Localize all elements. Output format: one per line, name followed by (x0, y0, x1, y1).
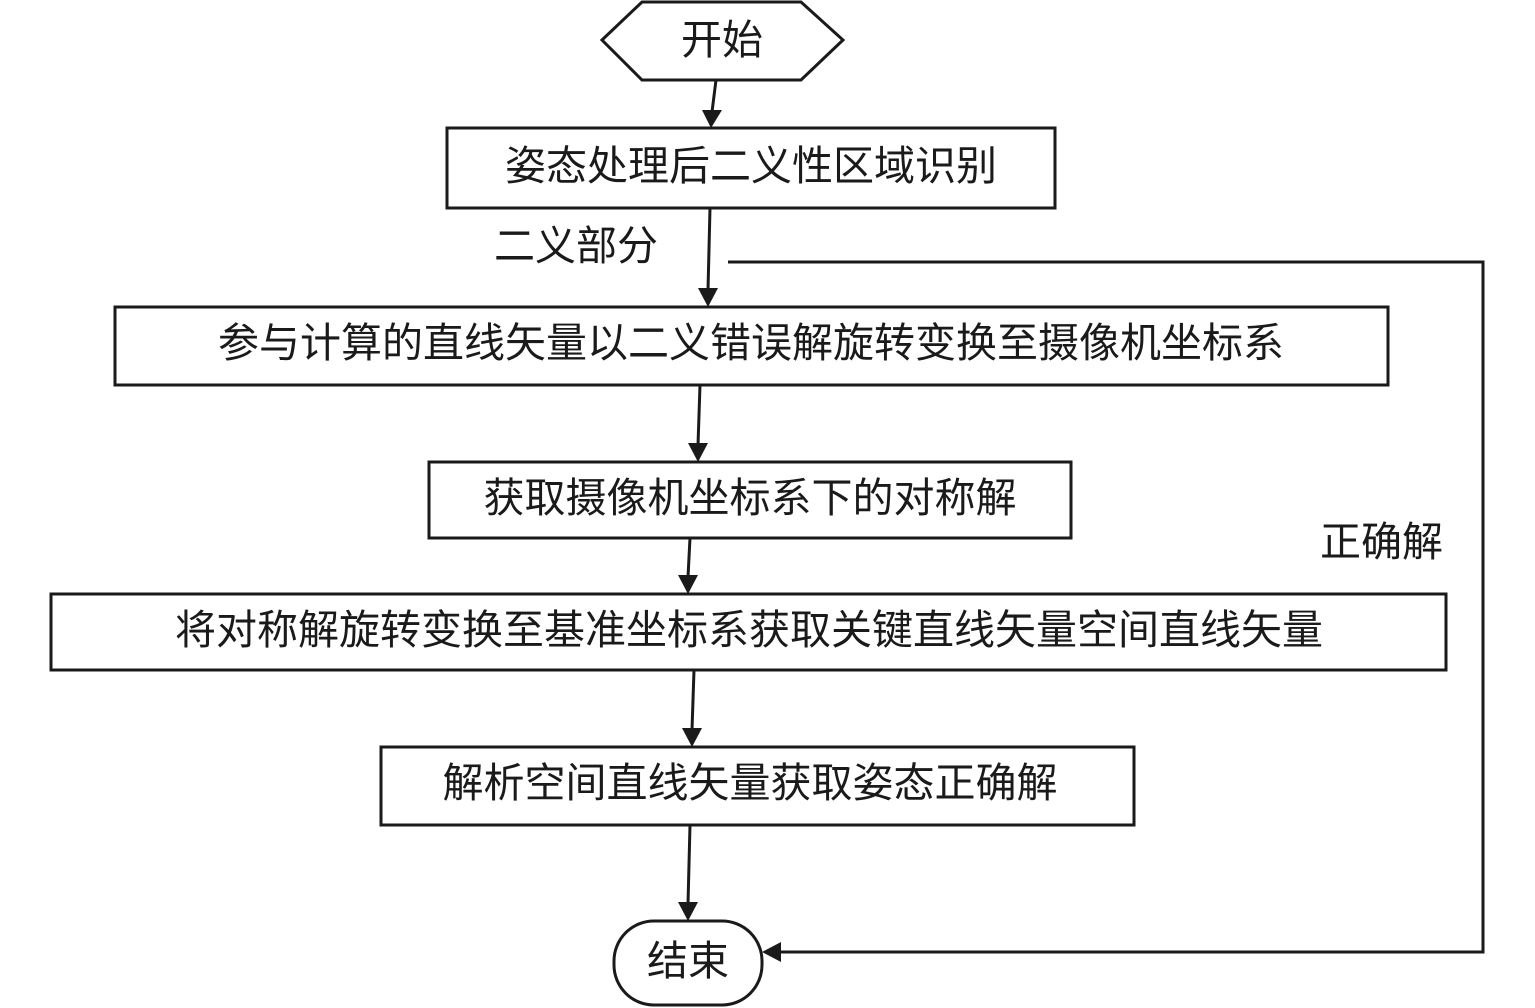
start-node-label: 开始 (681, 16, 763, 64)
arrowhead-symmetric-to-rotate-reference (678, 575, 698, 594)
arrowhead-identify-to-rotate-camera (698, 288, 718, 307)
step-identify-box (445, 126, 1057, 210)
end-node-label: 结束 (647, 937, 729, 985)
step-identify-label: 姿态处理后二义性区域识别 (505, 142, 997, 190)
arrowhead-start-to-identify (702, 110, 722, 128)
start-node: 开始 (599, 0, 846, 82)
edge-label-correct-solution: 正确解 (1320, 518, 1443, 566)
edge-rotate-camera-to-symmetric (688, 384, 708, 462)
step-symmetric-solution-label: 获取摄像机坐标系下的对称解 (484, 474, 1017, 522)
step-rotate-to-camera-node: 参与计算的直线矢量以二义错误解旋转变换至摄像机坐标系 (113, 305, 1390, 387)
step-rotate-to-reference-label: 将对称解旋转变换至基准坐标系获取关键直线矢量空间直线矢量 (175, 606, 1323, 654)
step-parse-vectors-node: 解析空间直线矢量获取姿态正确解 (379, 745, 1136, 827)
step-identify-node: 姿态处理后二义性区域识别 (445, 126, 1057, 210)
edge-symmetric-to-rotate-reference (678, 537, 698, 594)
step-parse-vectors-box (379, 745, 1136, 827)
arrowhead-rotate-camera-to-symmetric (688, 443, 708, 462)
arrowhead-rotate-reference-to-parse (682, 728, 702, 747)
arrowhead-correct-solution-to-end (762, 942, 781, 962)
edge-label-ambiguous-part: 二义部分 (494, 222, 658, 270)
edge-start-to-identify (702, 79, 722, 128)
step-rotate-to-camera-label: 参与计算的直线矢量以二义错误解旋转变换至摄像机坐标系 (218, 319, 1284, 367)
step-symmetric-solution-node: 获取摄像机坐标系下的对称解 (427, 460, 1073, 540)
step-symmetric-solution-box (427, 460, 1073, 540)
arrowhead-parse-to-end (678, 902, 698, 921)
step-rotate-to-reference-box (49, 592, 1448, 672)
start-hexagon-shape (599, 0, 846, 82)
edge-correct-solution-feedback (728, 260, 1485, 962)
step-rotate-to-reference-node: 将对称解旋转变换至基准坐标系获取关键直线矢量空间直线矢量 (49, 592, 1448, 672)
edge-parse-to-end (678, 824, 698, 921)
edge-identify-to-rotate-camera (698, 207, 718, 307)
end-node: 结束 (612, 919, 764, 1007)
step-parse-vectors-label: 解析空间直线矢量获取姿态正确解 (443, 759, 1058, 807)
edge-rotate-reference-to-parse (682, 669, 702, 747)
step-rotate-to-camera-box (113, 305, 1390, 387)
